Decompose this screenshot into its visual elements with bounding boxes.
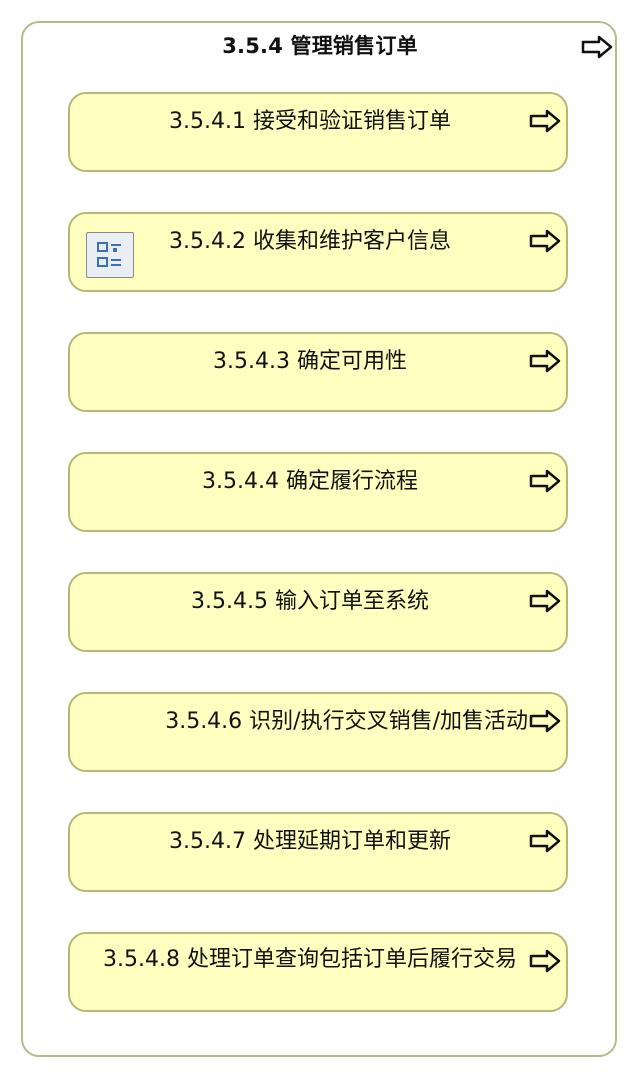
card-label: 3.5.4.1 接受和验证销售订单 xyxy=(169,109,451,134)
process-card-5[interactable]: 3.5.4.5 输入订单至系统 xyxy=(68,572,568,652)
arrow-right-icon[interactable] xyxy=(528,948,562,974)
arrow-right-icon[interactable] xyxy=(580,34,614,60)
card-label: 3.5.4.8 处理订单查询包括订单后履行交易 xyxy=(103,947,517,972)
arrow-right-icon[interactable] xyxy=(528,828,562,854)
list-icon xyxy=(86,232,134,278)
page-title: 3.5.4 管理销售订单 xyxy=(222,34,418,58)
process-card-8[interactable]: 3.5.4.8 处理订单查询包括订单后履行交易 xyxy=(68,932,568,1012)
card-label: 3.5.4.3 确定可用性 xyxy=(213,349,407,374)
card-label: 3.5.4.5 输入订单至系统 xyxy=(191,589,429,614)
card-label: 3.5.4.6 识别/执行交叉销售/加售活动 xyxy=(165,709,528,734)
arrow-right-icon[interactable] xyxy=(528,108,562,134)
process-card-1[interactable]: 3.5.4.1 接受和验证销售订单 xyxy=(68,92,568,172)
process-card-6[interactable]: 3.5.4.6 识别/执行交叉销售/加售活动 xyxy=(68,692,568,772)
process-card-3[interactable]: 3.5.4.3 确定可用性 xyxy=(68,332,568,412)
arrow-right-icon[interactable] xyxy=(528,468,562,494)
process-card-4[interactable]: 3.5.4.4 确定履行流程 xyxy=(68,452,568,532)
arrow-right-icon[interactable] xyxy=(528,348,562,374)
card-label: 3.5.4.2 收集和维护客户信息 xyxy=(169,229,451,254)
card-label: 3.5.4.7 处理延期订单和更新 xyxy=(169,829,451,854)
process-card-7[interactable]: 3.5.4.7 处理延期订单和更新 xyxy=(68,812,568,892)
arrow-right-icon[interactable] xyxy=(528,588,562,614)
process-frame xyxy=(21,21,617,1057)
arrow-right-icon[interactable] xyxy=(528,228,562,254)
process-card-2[interactable]: 3.5.4.2 收集和维护客户信息 xyxy=(68,212,568,292)
arrow-right-icon[interactable] xyxy=(528,708,562,734)
card-label: 3.5.4.4 确定履行流程 xyxy=(202,469,418,494)
